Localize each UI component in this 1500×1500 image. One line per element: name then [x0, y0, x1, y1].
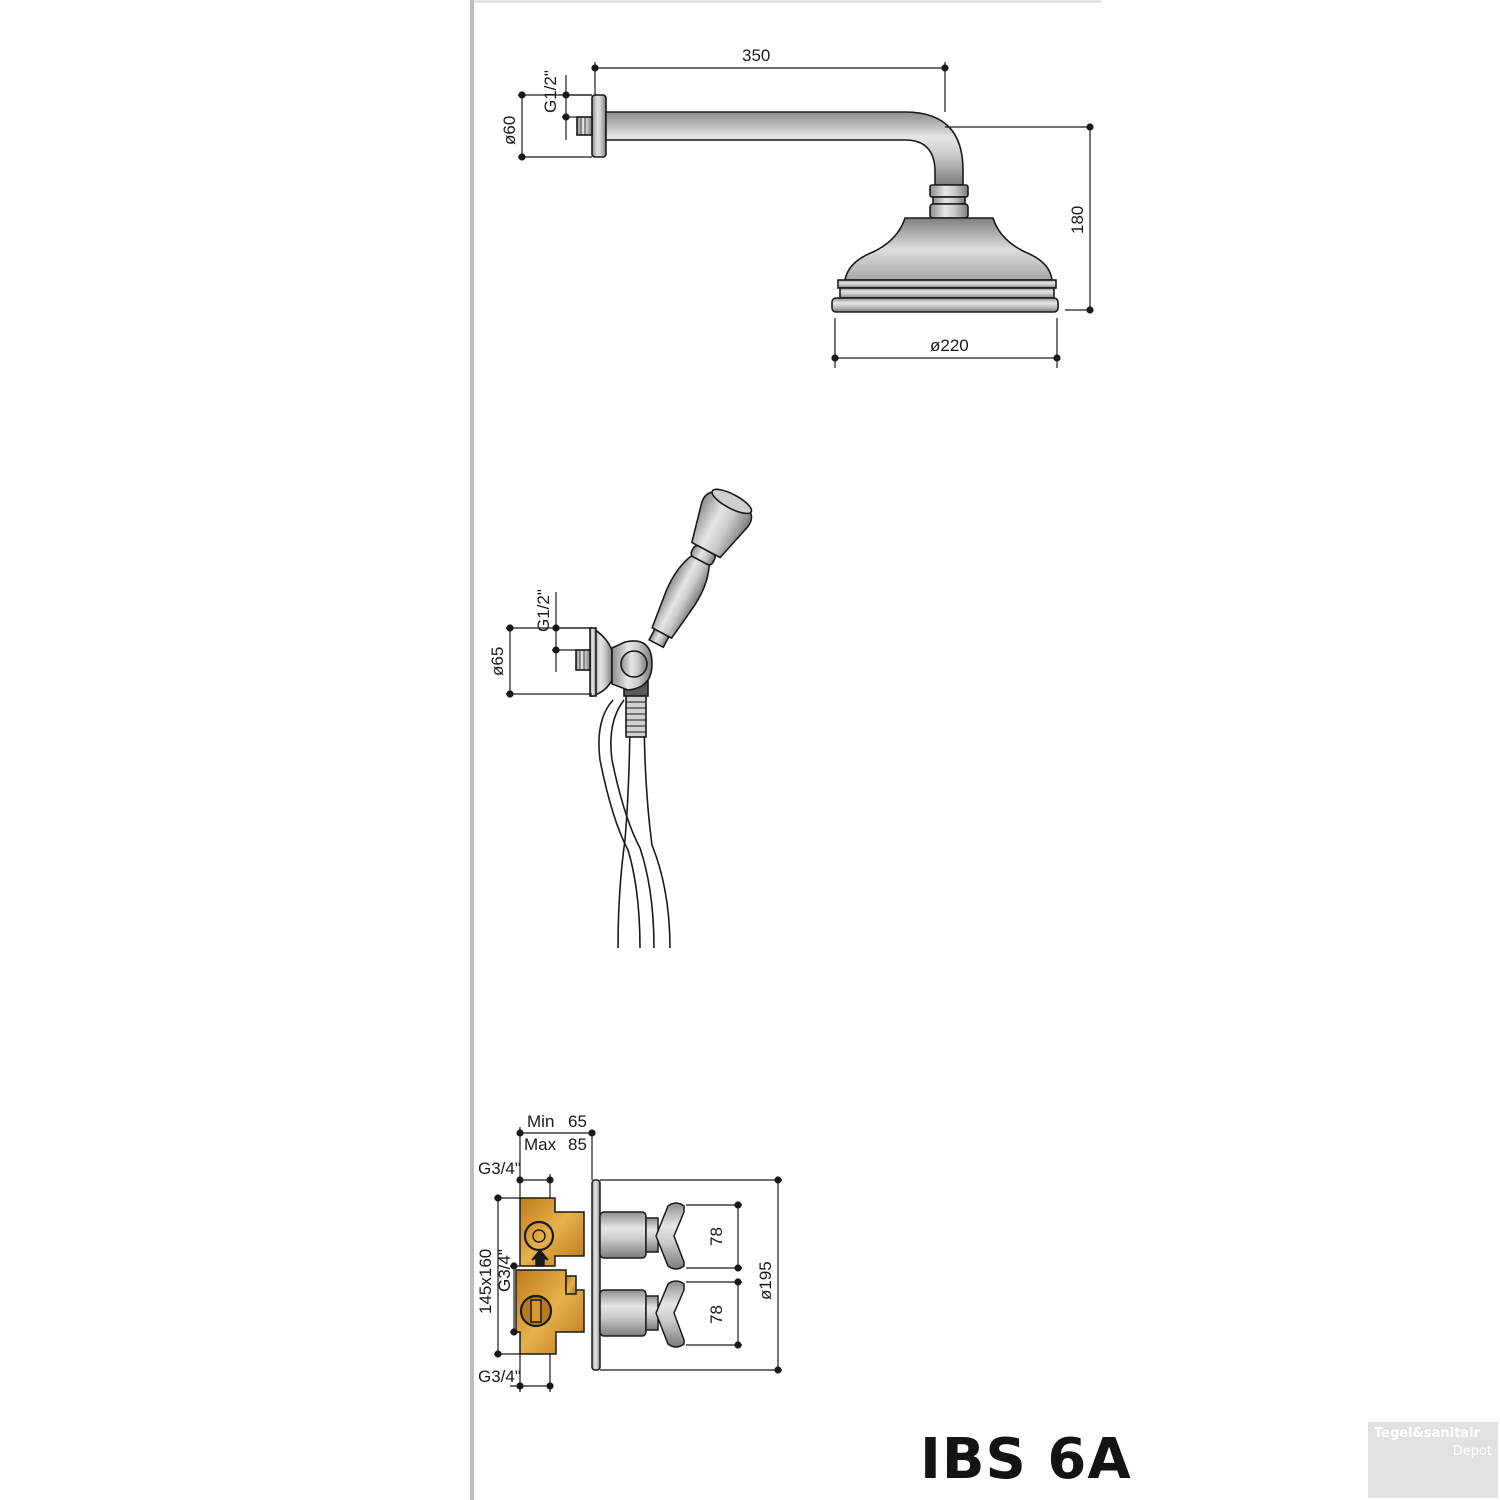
hand-shower-drawing	[575, 488, 753, 949]
wall-line	[470, 0, 474, 1500]
valve-dimensions	[494, 1127, 782, 1392]
valve-upper-spindle	[599, 1211, 647, 1259]
head-dome	[844, 217, 1053, 281]
hand-hose-inner	[617, 704, 631, 949]
head-drop-height-label: 180	[1068, 206, 1087, 234]
head-thread-label: G1/2"	[541, 70, 560, 113]
hand-dimensions	[506, 592, 592, 698]
watermark-logo: Tegel&sanitair Depot	[1368, 1422, 1498, 1498]
head-nut	[929, 184, 969, 198]
model-title: IBS 6A	[920, 1427, 1132, 1492]
hand-nipple	[575, 649, 591, 671]
hand-hose-outer	[598, 699, 641, 949]
valve-lower-cross-handle	[655, 1280, 685, 1348]
valve-max-label: Max	[524, 1135, 557, 1154]
hand-thread-label: G1/2"	[534, 589, 553, 632]
watermark-line2: Depot	[1452, 1444, 1492, 1459]
head-flange	[591, 94, 607, 158]
valve-bottom-thread-label: G3/4"	[478, 1367, 521, 1386]
valve-spacing-lower-label: 78	[707, 1305, 726, 1324]
head-arm	[605, 111, 964, 186]
valve-upper-cross-handle	[655, 1202, 685, 1270]
valve-lower-spindle	[599, 1289, 647, 1337]
valve-drawing	[515, 1179, 685, 1371]
valve-max-value: 85	[568, 1135, 587, 1154]
head-nipple	[576, 116, 593, 136]
valve-body-size-label: 145x160	[476, 1249, 495, 1314]
head-face	[831, 297, 1059, 313]
valve-side-thread-label: G3/4"	[495, 1249, 514, 1292]
head-arm-length-label: 350	[742, 46, 770, 65]
head-diameter-label: ø220	[930, 336, 969, 355]
head-shower-drawing	[576, 94, 1059, 313]
valve-min-value: 65	[568, 1112, 587, 1131]
head-dimensions	[518, 62, 1094, 368]
valve-spacing-upper-label: 78	[707, 1227, 726, 1246]
valve-wall-plate	[591, 1179, 601, 1371]
valve-min-label: Min	[527, 1112, 554, 1131]
watermark-line1: Tegel&sanitair	[1374, 1426, 1480, 1441]
head-flange-diameter-label: ø60	[500, 116, 519, 145]
hand-handle	[648, 488, 753, 649]
head-ring-1	[837, 279, 1057, 289]
hand-flange-diameter-label: ø65	[488, 647, 507, 676]
valve-plate-diameter-label: ø195	[756, 1261, 775, 1300]
valve-top-thread-label: G3/4"	[478, 1159, 521, 1178]
